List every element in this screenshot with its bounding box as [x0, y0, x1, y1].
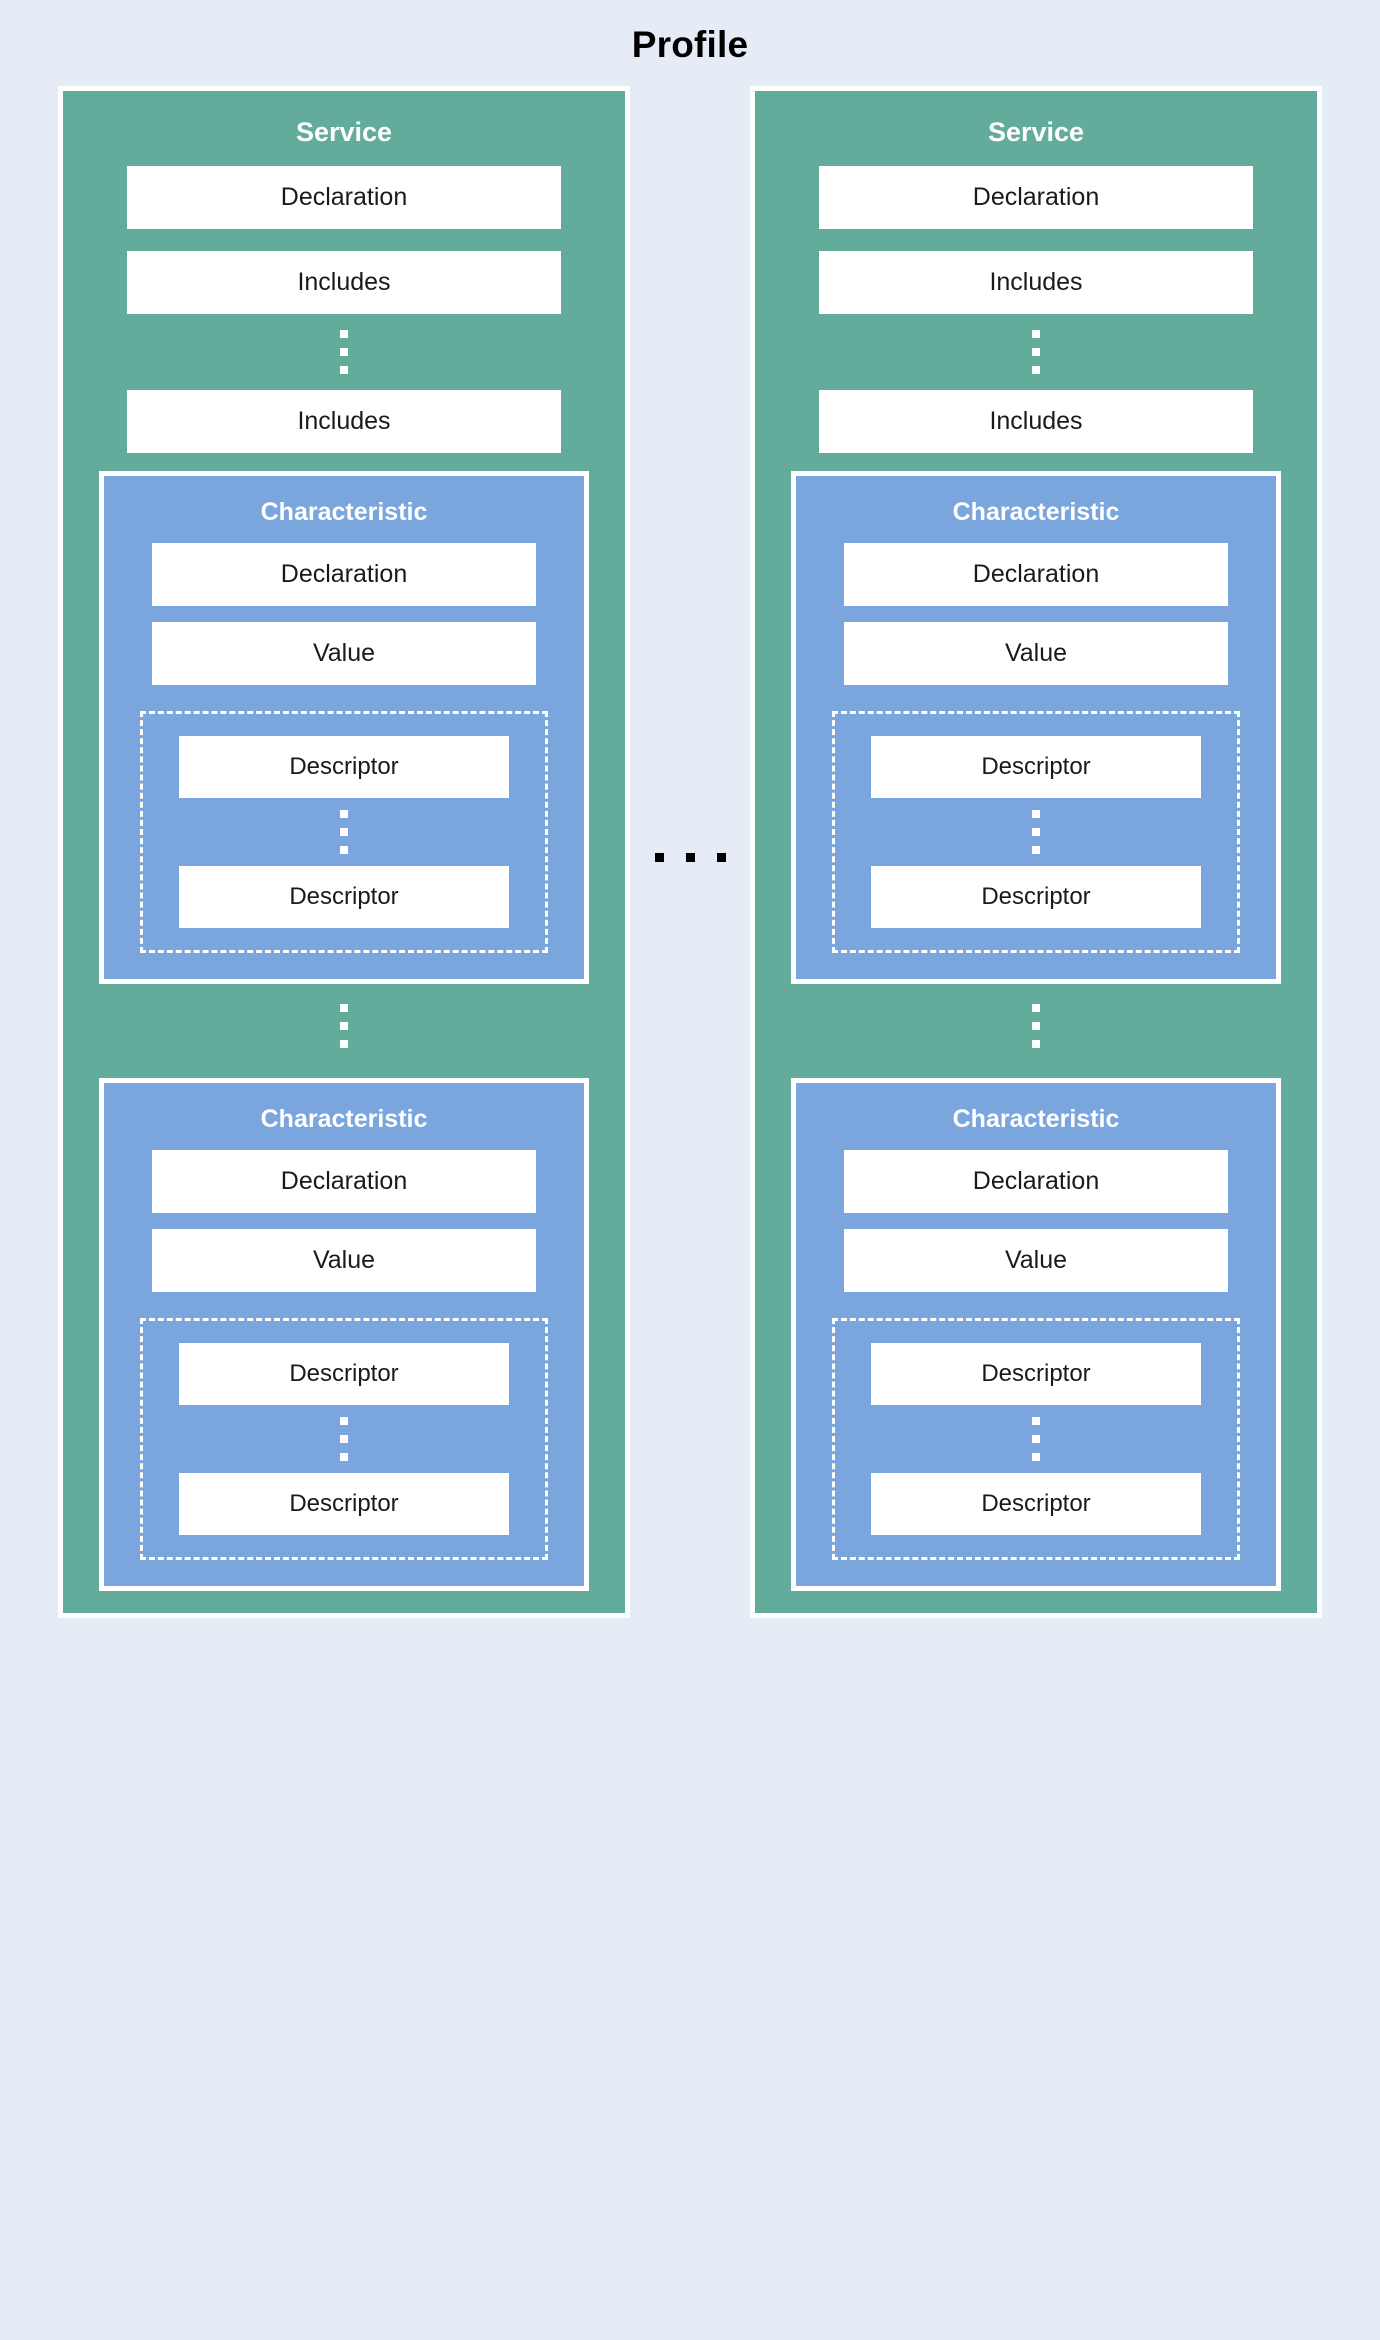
ellipsis-dot-icon: [1032, 1022, 1040, 1030]
characteristic-ellipsis: [779, 984, 1293, 1060]
service-includes-last-box: Includes: [127, 390, 561, 453]
service-title: Service: [987, 117, 1085, 147]
descriptor-last-box: Descriptor: [871, 1473, 1201, 1535]
ellipsis-dot-icon: [1032, 846, 1040, 854]
ellipsis-dot-icon: [340, 846, 348, 854]
characteristic-ellipsis: [87, 984, 601, 1060]
descriptor-ellipsis: [161, 1405, 527, 1473]
ellipsis-dot-icon: [340, 810, 348, 818]
descriptor-group: Descriptor Descriptor: [832, 1318, 1240, 1560]
ellipsis-dot-icon: [1032, 348, 1040, 356]
ellipsis-dot-icon: [340, 330, 348, 338]
characteristic-declaration-box: Declaration: [152, 543, 536, 606]
ellipsis-dot-icon: [1032, 366, 1040, 374]
characteristic-value-box: Value: [844, 1229, 1228, 1292]
descriptor-last-box: Descriptor: [871, 866, 1201, 928]
characteristic-title: Characteristic: [952, 498, 1120, 526]
characteristic-title: Characteristic: [952, 1105, 1120, 1133]
ellipsis-dot-icon: [1032, 330, 1040, 338]
ellipsis-dot-icon: [340, 366, 348, 374]
service-includes-first-box: Includes: [819, 251, 1253, 314]
ellipsis-dot-icon: [340, 1040, 348, 1048]
characteristic-card-2: Characteristic Declaration Value Descrip…: [99, 1078, 589, 1591]
descriptor-group: Descriptor Descriptor: [140, 1318, 548, 1560]
descriptor-last-box: Descriptor: [179, 1473, 509, 1535]
ellipsis-dot-icon: [340, 1022, 348, 1030]
ellipsis-dot-icon: [340, 1004, 348, 1012]
page-title: Profile: [631, 24, 749, 65]
service-title: Service: [295, 117, 393, 147]
ellipsis-dot-icon: [1032, 1004, 1040, 1012]
ellipsis-dot-icon: [1032, 1417, 1040, 1425]
characteristic-card-1: Characteristic Declaration Value Descrip…: [99, 471, 589, 984]
ellipsis-dot-icon: [1032, 810, 1040, 818]
service-includes-last-box: Includes: [819, 390, 1253, 453]
service-card-2: Service Declaration Includes Includes Ch…: [750, 86, 1322, 1618]
ellipsis-dot-icon: [716, 852, 726, 862]
descriptor-first-box: Descriptor: [179, 736, 509, 798]
ellipsis-dot-icon: [340, 1435, 348, 1443]
descriptor-ellipsis: [161, 798, 527, 866]
characteristic-card-2: Characteristic Declaration Value Descrip…: [791, 1078, 1281, 1591]
descriptor-group: Descriptor Descriptor: [832, 711, 1240, 953]
ellipsis-dot-icon: [340, 1417, 348, 1425]
service-card-1: Service Declaration Includes Includes Ch…: [58, 86, 630, 1618]
descriptor-ellipsis: [853, 798, 1219, 866]
descriptor-ellipsis: [853, 1405, 1219, 1473]
service-declaration-box: Declaration: [819, 166, 1253, 229]
ellipsis-dot-icon: [1032, 1435, 1040, 1443]
service-columns: Service Declaration Includes Includes Ch…: [0, 66, 1380, 1676]
descriptor-first-box: Descriptor: [179, 1343, 509, 1405]
descriptor-first-box: Descriptor: [871, 736, 1201, 798]
service-columns-gap: [630, 86, 750, 1618]
descriptor-group: Descriptor Descriptor: [140, 711, 548, 953]
characteristic-title: Characteristic: [260, 498, 428, 526]
characteristic-card-1: Characteristic Declaration Value Descrip…: [791, 471, 1281, 984]
characteristic-title: Characteristic: [260, 1105, 428, 1133]
characteristic-value-box: Value: [844, 622, 1228, 685]
ellipsis-dot-icon: [340, 348, 348, 356]
ellipsis-dot-icon: [1032, 1040, 1040, 1048]
characteristic-declaration-box: Declaration: [844, 543, 1228, 606]
services-horizontal-ellipsis: [654, 852, 726, 862]
ellipsis-dot-icon: [654, 852, 664, 862]
ellipsis-dot-icon: [340, 1453, 348, 1461]
ellipsis-dot-icon: [1032, 828, 1040, 836]
service-declaration-box: Declaration: [127, 166, 561, 229]
descriptor-last-box: Descriptor: [179, 866, 509, 928]
characteristic-value-box: Value: [152, 622, 536, 685]
ellipsis-dot-icon: [1032, 1453, 1040, 1461]
service-includes-first-box: Includes: [127, 251, 561, 314]
includes-ellipsis: [779, 314, 1293, 390]
ellipsis-dot-icon: [685, 852, 695, 862]
characteristic-declaration-box: Declaration: [844, 1150, 1228, 1213]
includes-ellipsis: [87, 314, 601, 390]
characteristic-value-box: Value: [152, 1229, 536, 1292]
descriptor-first-box: Descriptor: [871, 1343, 1201, 1405]
characteristic-declaration-box: Declaration: [152, 1150, 536, 1213]
ellipsis-dot-icon: [340, 828, 348, 836]
